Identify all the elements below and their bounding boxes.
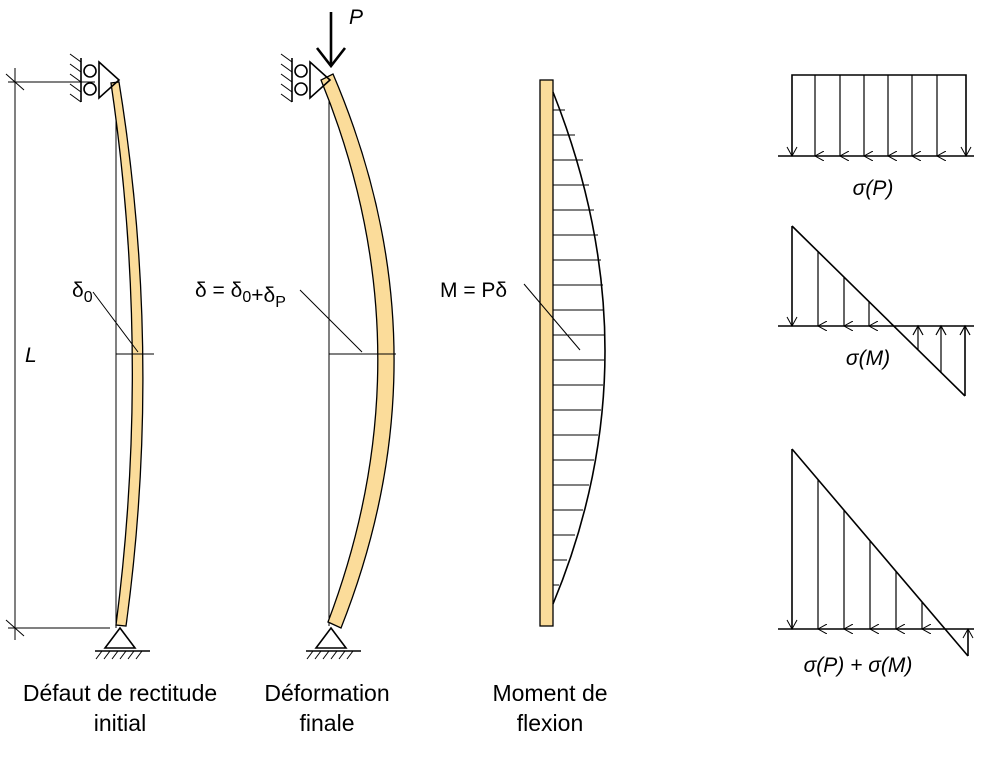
moment-curve [552,91,606,605]
caption-defaut-line2: initial [94,710,146,736]
moment-leader [523,283,581,351]
delta-total-leader [299,289,363,353]
caption-defaut-line1: Défaut de rectitude [23,680,217,706]
load-arrow-p [315,12,347,69]
delta0-leader [92,291,139,353]
initial-beam [110,81,144,627]
caption-deformation-line1: Déformation [264,680,389,706]
stress-diagram-bending: σ(M) [778,225,974,397]
sigma-pm-label: σ(P) + σ(M) [804,654,913,677]
stress-diagram-combined: σ(P) + σ(M) [778,448,974,677]
final-deformation-column: P δ = δ0+δP Déformation f [195,6,396,736]
load-label: P [349,6,363,29]
moment-label: M = Pδ [440,279,507,302]
moment-beam [539,79,554,627]
caption-moment-line1: Moment de [492,680,607,706]
delta0-label: δ0 [72,279,93,306]
length-dimension: L [5,68,110,640]
initial-imperfection-column: L [5,53,217,736]
sigma-m-label: σ(M) [846,347,890,370]
top-roller-support-1 [69,53,121,103]
moment-hatching [553,109,605,586]
delta-total-label: δ = δ0+δP [195,279,286,311]
caption-deformation-line2: finale [300,710,355,736]
bottom-pin-support-1 [95,626,150,660]
stress-diagram-axial: σ(P) [778,74,974,200]
bottom-pin-support-2 [306,626,361,660]
caption-moment-line2: flexion [517,710,583,736]
deformed-beam [320,73,395,629]
sigma-p-label: σ(P) [853,177,894,200]
bending-moment-column: M = Pδ Moment de flexion [440,79,608,736]
length-label: L [25,344,37,367]
top-roller-support-2 [280,53,332,103]
